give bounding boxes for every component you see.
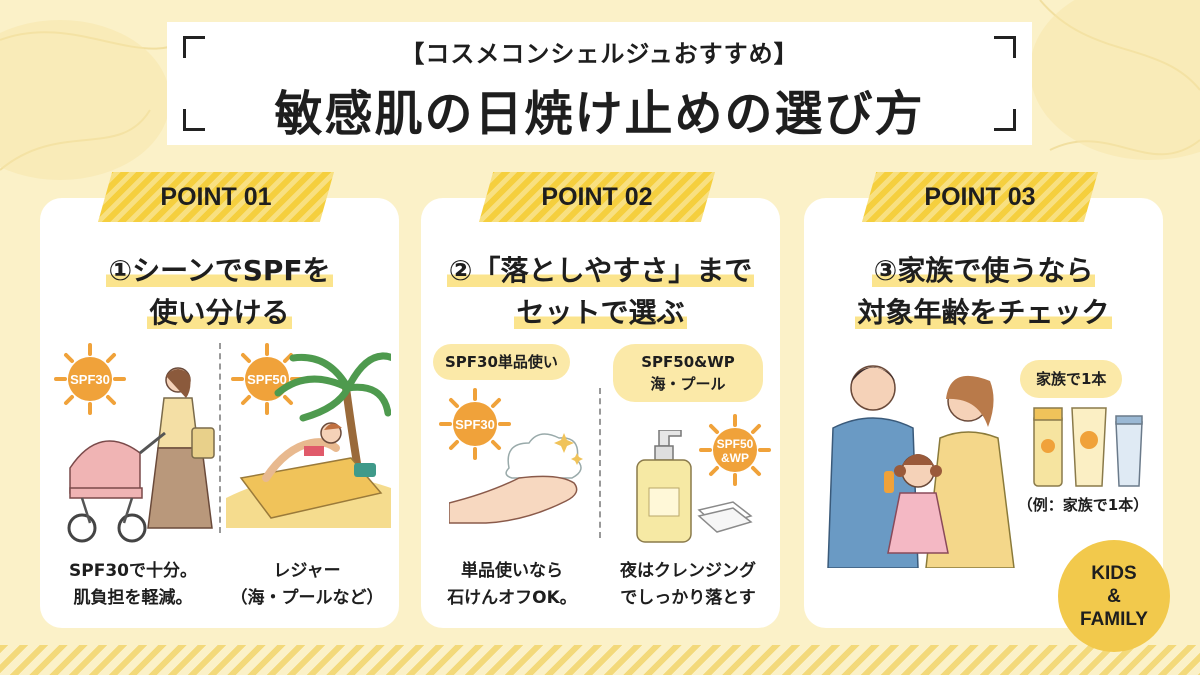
card-title-line: ②「落としやすさ」まで <box>446 254 755 287</box>
sun-icon: SPF50 &WP <box>699 414 771 486</box>
pump-bottle-illustration <box>636 430 692 543</box>
kids-family-badge: KIDS & FAMILY <box>1058 540 1170 652</box>
card-title-line: ③家族で使うなら <box>871 254 1096 287</box>
card-title-line: ①シーンでSPFを <box>106 254 333 287</box>
caption-line: レジャー <box>273 561 341 581</box>
caption-left: SPF30で十分。 肌負担を軽減。 <box>48 558 218 612</box>
card-title-line: セットで選ぶ <box>514 296 687 329</box>
card-divider <box>219 343 221 533</box>
bracket-top-right <box>994 36 1016 58</box>
caption-line: （海・プールなど） <box>230 588 384 608</box>
point-card-3: POINT 03 ③家族で使うなら 対象年齢をチェック 家族で1本 （例：家族で… <box>804 172 1163 628</box>
pill-text: 家族で1本 <box>1036 370 1107 388</box>
card-title-3: ③家族で使うなら 対象年齢をチェック <box>804 250 1163 334</box>
card-divider <box>599 388 601 538</box>
stroller-mother-illustration <box>67 367 215 543</box>
sun-label: SPF50 <box>717 437 754 451</box>
pill-text: 海・プール <box>650 375 726 393</box>
card-title-line: 使い分ける <box>147 296 292 329</box>
point-ribbon-1: POINT 01 <box>98 172 334 222</box>
bracket-bottom-left <box>183 109 205 131</box>
bracket-top-left <box>183 36 205 58</box>
point-card-2: POINT 02 ②「落としやすさ」まで セットで選ぶ SPF30単品使い SP… <box>421 172 780 628</box>
example-caption: （例：家族で1本） <box>1017 496 1149 514</box>
caption-left: 単品使いなら 石けんオフOK。 <box>427 558 597 612</box>
point-label: POINT 02 <box>541 182 653 211</box>
card-title-line: 対象年齢をチェック <box>855 296 1112 329</box>
foam-hand-illustration <box>449 433 583 524</box>
caption-line: でしっかり落とす <box>620 588 756 608</box>
point-card-1: POINT 01 ①シーンでSPFを 使い分ける SPF30 <box>40 172 399 628</box>
bracket-bottom-right <box>994 109 1016 131</box>
header-panel: 【コスメコンシェルジュおすすめ】 敏感肌の日焼け止めの選び方 <box>167 22 1032 145</box>
sun-icon: SPF30 <box>439 388 511 460</box>
badge-line: FAMILY <box>1080 608 1148 630</box>
pill-spf50-wp: SPF50&WP 海・プール <box>613 344 763 402</box>
pill-single-use: SPF30単品使い <box>433 344 570 380</box>
caption-right: レジャー （海・プールなど） <box>222 558 392 612</box>
sun-label: SPF30 <box>70 372 110 387</box>
point-ribbon-3: POINT 03 <box>862 172 1098 222</box>
caption-line: 夜はクレンジング <box>620 561 756 581</box>
card-title-2: ②「落としやすさ」まで セットで選ぶ <box>421 250 780 334</box>
pill-family-one: 家族で1本 <box>1020 360 1123 398</box>
sun-icon: SPF30 <box>54 343 126 415</box>
sun-label: &WP <box>721 451 749 465</box>
caption-right: 夜はクレンジング でしっかり落とす <box>603 558 773 612</box>
caption-line: 単品使いなら <box>461 561 563 581</box>
cotton-pads-illustration <box>697 501 753 533</box>
badge-line: & <box>1107 585 1121 607</box>
family-illustration <box>827 365 1015 568</box>
sun-label: SPF50 <box>247 372 287 387</box>
caption-line: SPF30で十分。 <box>69 561 197 581</box>
caption-line: 肌負担を軽減。 <box>73 588 193 608</box>
pill-text: SPF30単品使い <box>445 353 558 371</box>
palm-beach-illustration <box>226 352 391 528</box>
point-label: POINT 03 <box>924 182 1036 211</box>
page-title: 敏感肌の日焼け止めの選び方 <box>274 86 925 142</box>
point-ribbon-2: POINT 02 <box>479 172 715 222</box>
badge-line: KIDS <box>1091 562 1137 584</box>
sunscreen-tubes-illustration <box>1033 407 1143 487</box>
pill-text: SPF50&WP <box>641 353 735 371</box>
card-title-1: ①シーンでSPFを 使い分ける <box>40 250 399 334</box>
sun-label: SPF30 <box>455 417 495 432</box>
point-label: POINT 01 <box>160 182 272 211</box>
bottom-stripe <box>0 645 1200 675</box>
header-subtitle: 【コスメコンシェルジュおすすめ】 <box>400 40 799 68</box>
caption-line: 石けんオフOK。 <box>447 588 577 608</box>
